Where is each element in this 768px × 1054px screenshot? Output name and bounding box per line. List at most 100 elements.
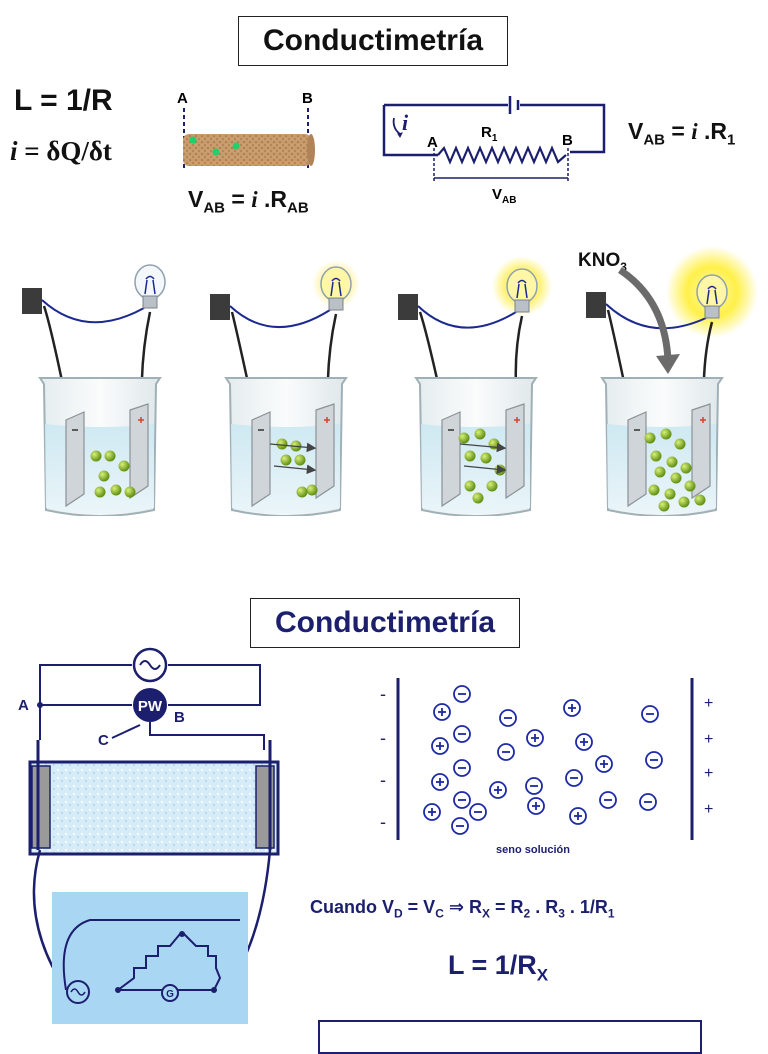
solution-caption: seno solución <box>496 844 570 856</box>
anion-icon <box>453 685 471 703</box>
light-bulb-icon <box>320 266 352 302</box>
ion-particle <box>104 450 116 462</box>
cation-icon <box>575 733 593 751</box>
light-bulb-icon <box>134 264 166 300</box>
anion-icon <box>453 791 471 809</box>
ion-particle <box>280 454 292 466</box>
ion-particle <box>296 486 308 498</box>
anion-icon <box>451 817 469 835</box>
kno3-arrow-head <box>656 354 680 374</box>
cell-label-c: C <box>98 732 109 749</box>
ion-particle <box>472 492 484 504</box>
anion-icon <box>565 769 583 787</box>
equation-conductance: L = 1/R <box>14 84 113 117</box>
diagram-artwork: PW G ----++++ <box>22 96 758 1024</box>
cation-icon <box>431 737 449 755</box>
series-circuit <box>382 96 606 182</box>
ion-particle <box>306 484 318 496</box>
ion-particle <box>694 494 706 506</box>
anion-icon <box>599 791 617 809</box>
anion-icon <box>645 751 663 769</box>
rod-label-b: B <box>302 90 313 107</box>
electrode-positive <box>315 403 335 500</box>
ion-particle <box>94 486 106 498</box>
ion-particle <box>674 438 686 450</box>
cation-icon <box>489 781 507 799</box>
page-title-bottom: Conductimetría <box>250 598 520 648</box>
ion-particle <box>474 428 486 440</box>
beaker-set <box>22 246 758 550</box>
rod-label-a: A <box>177 90 188 107</box>
ion-particle <box>90 450 102 462</box>
wall-outlet <box>586 292 606 318</box>
ion-particle <box>678 496 690 508</box>
positive-plate-sign: + <box>704 695 713 712</box>
negative-plate-sign: - <box>380 684 386 704</box>
cation-icon <box>526 729 544 747</box>
ion-particle <box>294 454 306 466</box>
ion-particle <box>486 480 498 492</box>
ion-particle <box>464 450 476 462</box>
light-bulb-icon <box>696 274 728 310</box>
positive-plate-sign: + <box>704 731 713 748</box>
beaker-4 <box>586 246 758 550</box>
negative-plate-sign: - <box>380 812 386 832</box>
beaker-3 <box>398 256 554 550</box>
anion-icon <box>497 743 515 761</box>
light-bulb-icon <box>506 268 538 304</box>
cation-icon <box>527 797 545 815</box>
cell-label-b: B <box>174 709 185 726</box>
ion-particle <box>660 428 672 440</box>
ion-particle <box>110 484 122 496</box>
anion-icon <box>469 803 487 821</box>
circuit-label-b: B <box>562 132 573 149</box>
page-title-top: Conductimetría <box>238 16 508 66</box>
electrode-negative <box>441 411 461 508</box>
wall-outlet <box>22 288 42 314</box>
cation-icon <box>563 699 581 717</box>
equation-vab-rab: VAB = i .RAB <box>188 186 309 217</box>
ion-particle <box>680 462 692 474</box>
cation-icon <box>431 773 449 791</box>
ion-particle <box>658 500 670 512</box>
ion-particle <box>458 432 470 444</box>
circuit-resistor-label: R1 <box>481 124 498 144</box>
ion-particle <box>644 432 656 444</box>
kno3-label: KNO3 <box>578 250 627 274</box>
beaker-2 <box>210 260 364 550</box>
ion-particle <box>664 488 676 500</box>
equation-l-rx: L = 1/RX <box>448 950 549 985</box>
ion-particle <box>276 438 288 450</box>
ion-particle <box>480 452 492 464</box>
ion-particle <box>666 456 678 468</box>
equation-current: i = δQ/δt <box>10 136 112 166</box>
ion-particle <box>464 480 476 492</box>
equation-vab-r1: VAB = i .R1 <box>628 118 736 149</box>
cation-icon <box>595 755 613 773</box>
positive-plate-sign: + <box>704 801 713 818</box>
anion-icon <box>453 759 471 777</box>
solution-ion-diagram: ----++++ <box>380 678 713 840</box>
positive-plate-sign: + <box>704 765 713 782</box>
wheatstone-bridge: G <box>52 892 248 1024</box>
electrode-negative <box>627 411 647 508</box>
galvanometer-label: G <box>166 989 174 1000</box>
circuit-label-a: A <box>427 134 438 151</box>
anion-icon <box>641 705 659 723</box>
conductivity-cell: PW <box>28 647 280 1024</box>
conductor-rod <box>183 108 315 170</box>
electrode-positive <box>505 403 525 500</box>
ion-particle <box>648 484 660 496</box>
cation-icon <box>433 703 451 721</box>
anion-icon <box>453 725 471 743</box>
cation-icon <box>569 807 587 825</box>
ion-particle <box>98 470 110 482</box>
wall-outlet <box>398 294 418 320</box>
ion-particle <box>684 480 696 492</box>
circuit-voltage-label: VAB <box>492 186 517 206</box>
circuit-current-label: i <box>402 110 409 135</box>
beaker-1 <box>22 264 178 550</box>
electrode-positive <box>691 403 711 500</box>
meter-label: PW <box>138 698 163 715</box>
electrode-negative <box>65 411 85 508</box>
